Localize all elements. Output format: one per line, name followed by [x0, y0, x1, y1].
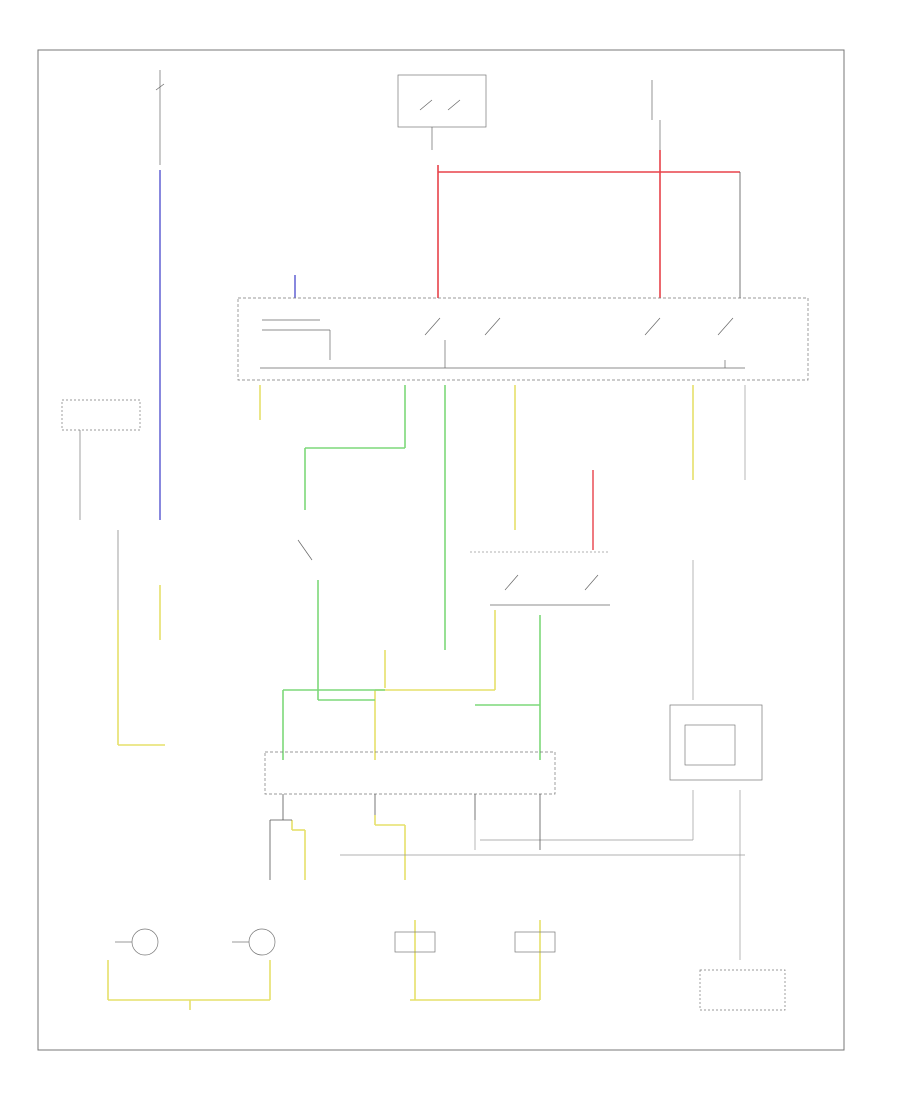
right-module-inner — [684, 724, 736, 766]
ground-box — [699, 969, 786, 1011]
ignition-switch-box — [397, 74, 487, 128]
red-wires — [437, 150, 740, 298]
ignition-contacts — [419, 99, 461, 150]
fuse-top-left — [155, 70, 165, 165]
fuse-block-row — [264, 751, 556, 795]
top-right-module — [651, 80, 661, 150]
gray-wires — [340, 385, 746, 960]
diagram-frame — [37, 49, 845, 1051]
relay-box — [237, 297, 809, 381]
bottom-lamps — [115, 928, 556, 956]
yellow-wires — [107, 385, 694, 1010]
right-control-module — [669, 704, 763, 781]
relay-internals — [260, 317, 745, 369]
fuse-block-black-wires — [269, 794, 541, 880]
switch-contacts-mid — [297, 539, 610, 606]
instrument-panel-left — [61, 399, 141, 745]
green-wires — [282, 385, 541, 760]
